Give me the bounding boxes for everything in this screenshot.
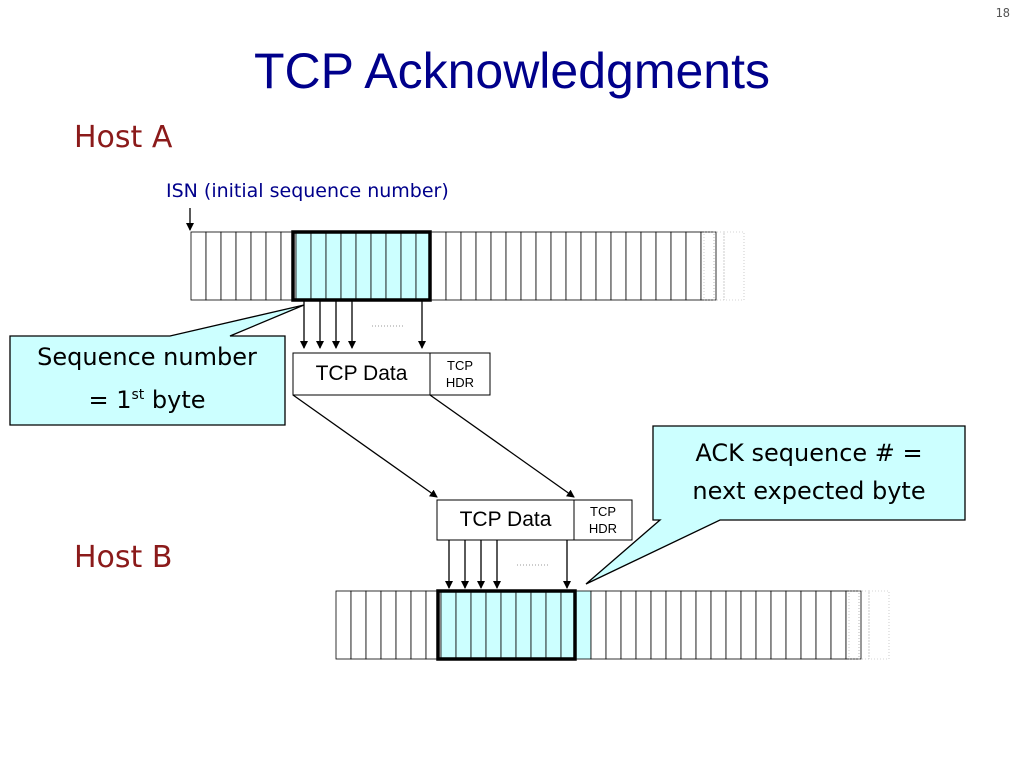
byte-cell — [350, 590, 367, 660]
byte-cell — [370, 231, 387, 301]
host-a-segment-bytes — [291, 230, 432, 302]
byte-cell — [430, 231, 447, 301]
byte-cell — [250, 231, 267, 301]
byte-cell — [845, 590, 862, 660]
byte-cell — [190, 231, 207, 301]
byte-cell — [515, 590, 532, 660]
byte-cell — [455, 590, 472, 660]
host-b-data-arrows — [445, 540, 571, 589]
upper-segment-hdr-box — [429, 352, 491, 396]
host-b-segment-bytes — [436, 589, 577, 661]
byte-cell — [610, 231, 627, 301]
sequence-number-callout — [9, 304, 305, 426]
byte-cell — [640, 231, 657, 301]
byte-cell — [800, 590, 817, 660]
byte-cell — [700, 231, 717, 301]
byte-cell — [635, 590, 652, 660]
byte-cell — [785, 590, 802, 660]
byte-cell — [770, 590, 787, 660]
byte-cell — [380, 590, 397, 660]
byte-cell — [680, 590, 697, 660]
byte-cell — [355, 231, 372, 301]
byte-cell — [580, 231, 597, 301]
byte-cell-continuation — [868, 590, 890, 660]
byte-cell — [460, 231, 477, 301]
byte-cell-continuation — [723, 231, 745, 301]
byte-cell — [530, 590, 547, 660]
transfer-line-right — [429, 394, 575, 498]
byte-cell — [815, 590, 832, 660]
byte-cell — [550, 231, 567, 301]
byte-cell — [650, 590, 667, 660]
byte-cell — [485, 590, 502, 660]
byte-cell — [655, 231, 672, 301]
byte-cell — [505, 231, 522, 301]
byte-cell — [500, 590, 517, 660]
byte-cell — [575, 590, 592, 660]
upper-tcp-data-label: TCP Data — [315, 362, 408, 385]
sequence-callout-line1: Sequence number — [37, 343, 257, 371]
byte-cell — [235, 231, 252, 301]
sequence-callout-line2: = 1st byte — [88, 386, 206, 414]
host-a-label: Host A — [74, 120, 173, 155]
byte-cell — [410, 590, 427, 660]
byte-cell — [335, 590, 352, 660]
isn-label: ISN (initial sequence number) — [166, 180, 449, 202]
host-b-label: Host B — [74, 540, 173, 575]
byte-cell — [365, 590, 382, 660]
host-b-byte-buffer — [335, 590, 890, 660]
byte-cell — [440, 590, 457, 660]
byte-cell — [385, 231, 402, 301]
lower-segment-hdr-box — [573, 499, 633, 541]
byte-cell — [670, 231, 687, 301]
ack-callout-text: ACK sequence # = next expected byte — [654, 434, 964, 510]
byte-cell — [220, 231, 237, 301]
byte-cell — [625, 231, 642, 301]
byte-cell — [535, 231, 552, 301]
byte-cell — [520, 231, 537, 301]
byte-cell — [340, 231, 357, 301]
byte-cell — [295, 231, 312, 301]
lower-tcp-data-label: TCP Data — [459, 508, 552, 531]
ack-callout — [585, 425, 966, 585]
byte-cell — [395, 590, 412, 660]
sequence-callout-text: Sequence number = 1st byte — [12, 338, 282, 419]
transfer-line-left — [292, 394, 438, 498]
byte-cell — [205, 231, 222, 301]
slide-title: TCP Acknowledgments — [254, 43, 770, 99]
byte-cell — [565, 231, 582, 301]
byte-cell — [265, 231, 282, 301]
ack-callout-line2: next expected byte — [692, 477, 926, 505]
byte-cell — [755, 590, 772, 660]
byte-cell — [475, 231, 492, 301]
byte-cell — [695, 590, 712, 660]
byte-cell — [545, 590, 562, 660]
byte-cell — [310, 231, 327, 301]
slide-number: 18 — [995, 6, 1010, 20]
byte-cell — [710, 590, 727, 660]
lower-segment-data-box — [436, 499, 575, 541]
byte-cell — [595, 231, 612, 301]
byte-cell — [740, 590, 757, 660]
byte-cell — [445, 231, 462, 301]
byte-cell — [590, 590, 607, 660]
byte-cell — [830, 590, 847, 660]
byte-cell — [325, 231, 342, 301]
ack-callout-line1: ACK sequence # = — [695, 439, 923, 467]
host-a-byte-buffer — [190, 231, 745, 301]
byte-cell — [605, 590, 622, 660]
byte-cell — [470, 590, 487, 660]
byte-cell — [400, 231, 417, 301]
byte-cell — [665, 590, 682, 660]
byte-cell — [490, 231, 507, 301]
byte-cell — [685, 231, 702, 301]
byte-cell — [725, 590, 742, 660]
host-a-data-arrows — [300, 300, 426, 349]
byte-cell — [620, 590, 637, 660]
